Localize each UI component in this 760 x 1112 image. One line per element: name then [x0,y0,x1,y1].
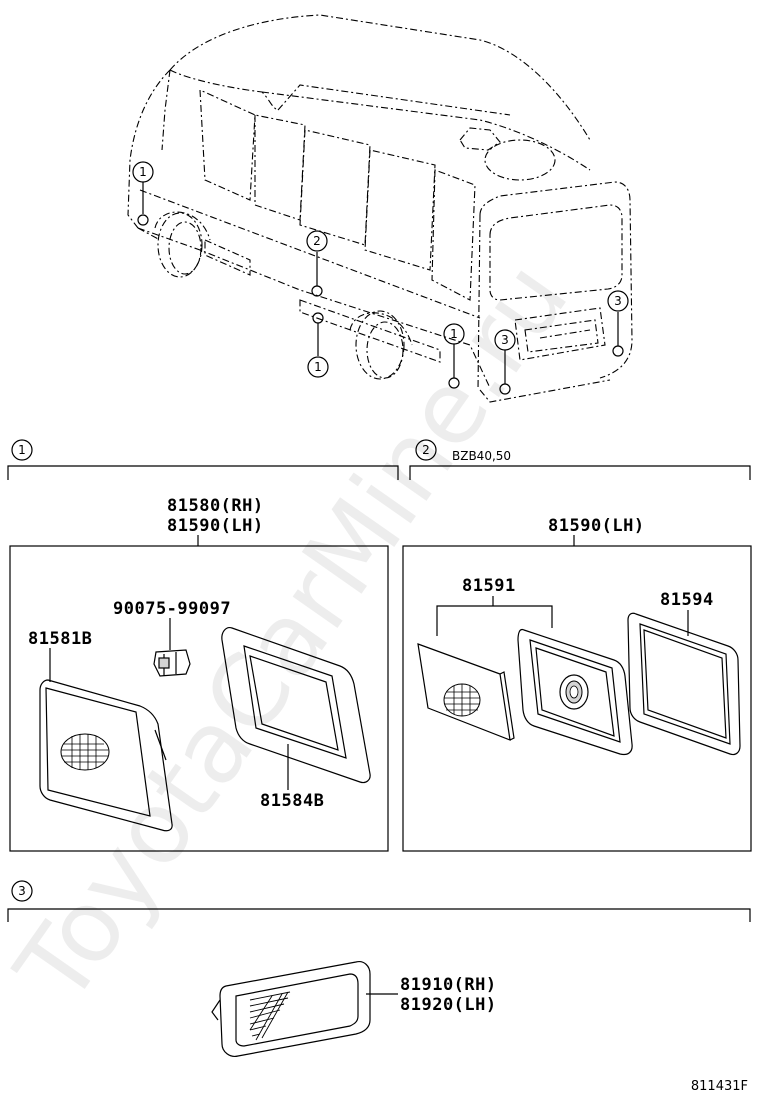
marker-lamp [311,285,323,297]
svg-text:1: 1 [139,165,147,179]
model-note: BZB40,50 [452,449,511,463]
vehicle-callout: 1 [132,161,154,183]
vehicle-callout: 2 [306,230,328,252]
vehicle-callout: 1 [307,356,329,378]
assembly-box [402,545,752,852]
part-number-clip: 90075-99097 [113,599,231,619]
housing-part [221,627,371,784]
section-bracket [7,908,751,922]
section-marker-label: 1 [18,443,26,457]
lens-part [39,679,173,832]
figure-id: 811431F [691,1079,748,1094]
svg-text:2: 2 [313,234,321,248]
section-marker [11,880,33,902]
part-number-81580: 81580(RH) [167,496,264,516]
vehicle-illustration: 1 2 1 1 3 3 [127,14,633,403]
vehicle-callout: 3 [494,329,516,351]
svg-text:1: 1 [314,360,322,374]
svg-text:1: 1 [450,327,458,341]
svg-text:3: 3 [501,333,509,347]
side-marker-part [211,961,371,1057]
part-number-81920: 81920(LH) [400,995,497,1015]
section-marker [11,439,33,461]
marker-lamp [137,214,149,226]
part-number-gasket: 81594 [660,590,714,610]
housing-part-2 [517,628,633,756]
lens-part-2 [417,643,515,741]
part-number-81910: 81910(RH) [400,975,497,995]
section-marker-label: 2 [422,443,430,457]
part-number-lens-2: 81591 [462,576,516,596]
section-marker [415,439,437,461]
section-2: 2 BZB40,50 81590(LH) 81591 [402,439,752,852]
vehicle-callout: 3 [607,290,629,312]
svg-text:3: 3 [614,294,622,308]
assembly-box [9,545,389,852]
part-number-lens: 81581B [28,629,92,649]
section-bracket [7,465,399,480]
section-marker-label: 3 [18,884,26,898]
part-number-housing: 81584B [260,791,324,811]
section-3: 3 81910(RH) 81920(LH) [7,880,751,1057]
part-number-81590-lh: 81590(LH) [548,516,645,536]
section-bracket [409,465,751,480]
part-number-81590: 81590(LH) [167,516,264,536]
marker-lamp [612,345,624,357]
section-1: 1 81580(RH) 81590(LH) 90075-99097 81581B [7,439,399,852]
gasket-part [627,612,741,756]
clip-part [153,649,191,677]
vehicle-callout: 1 [443,323,465,345]
